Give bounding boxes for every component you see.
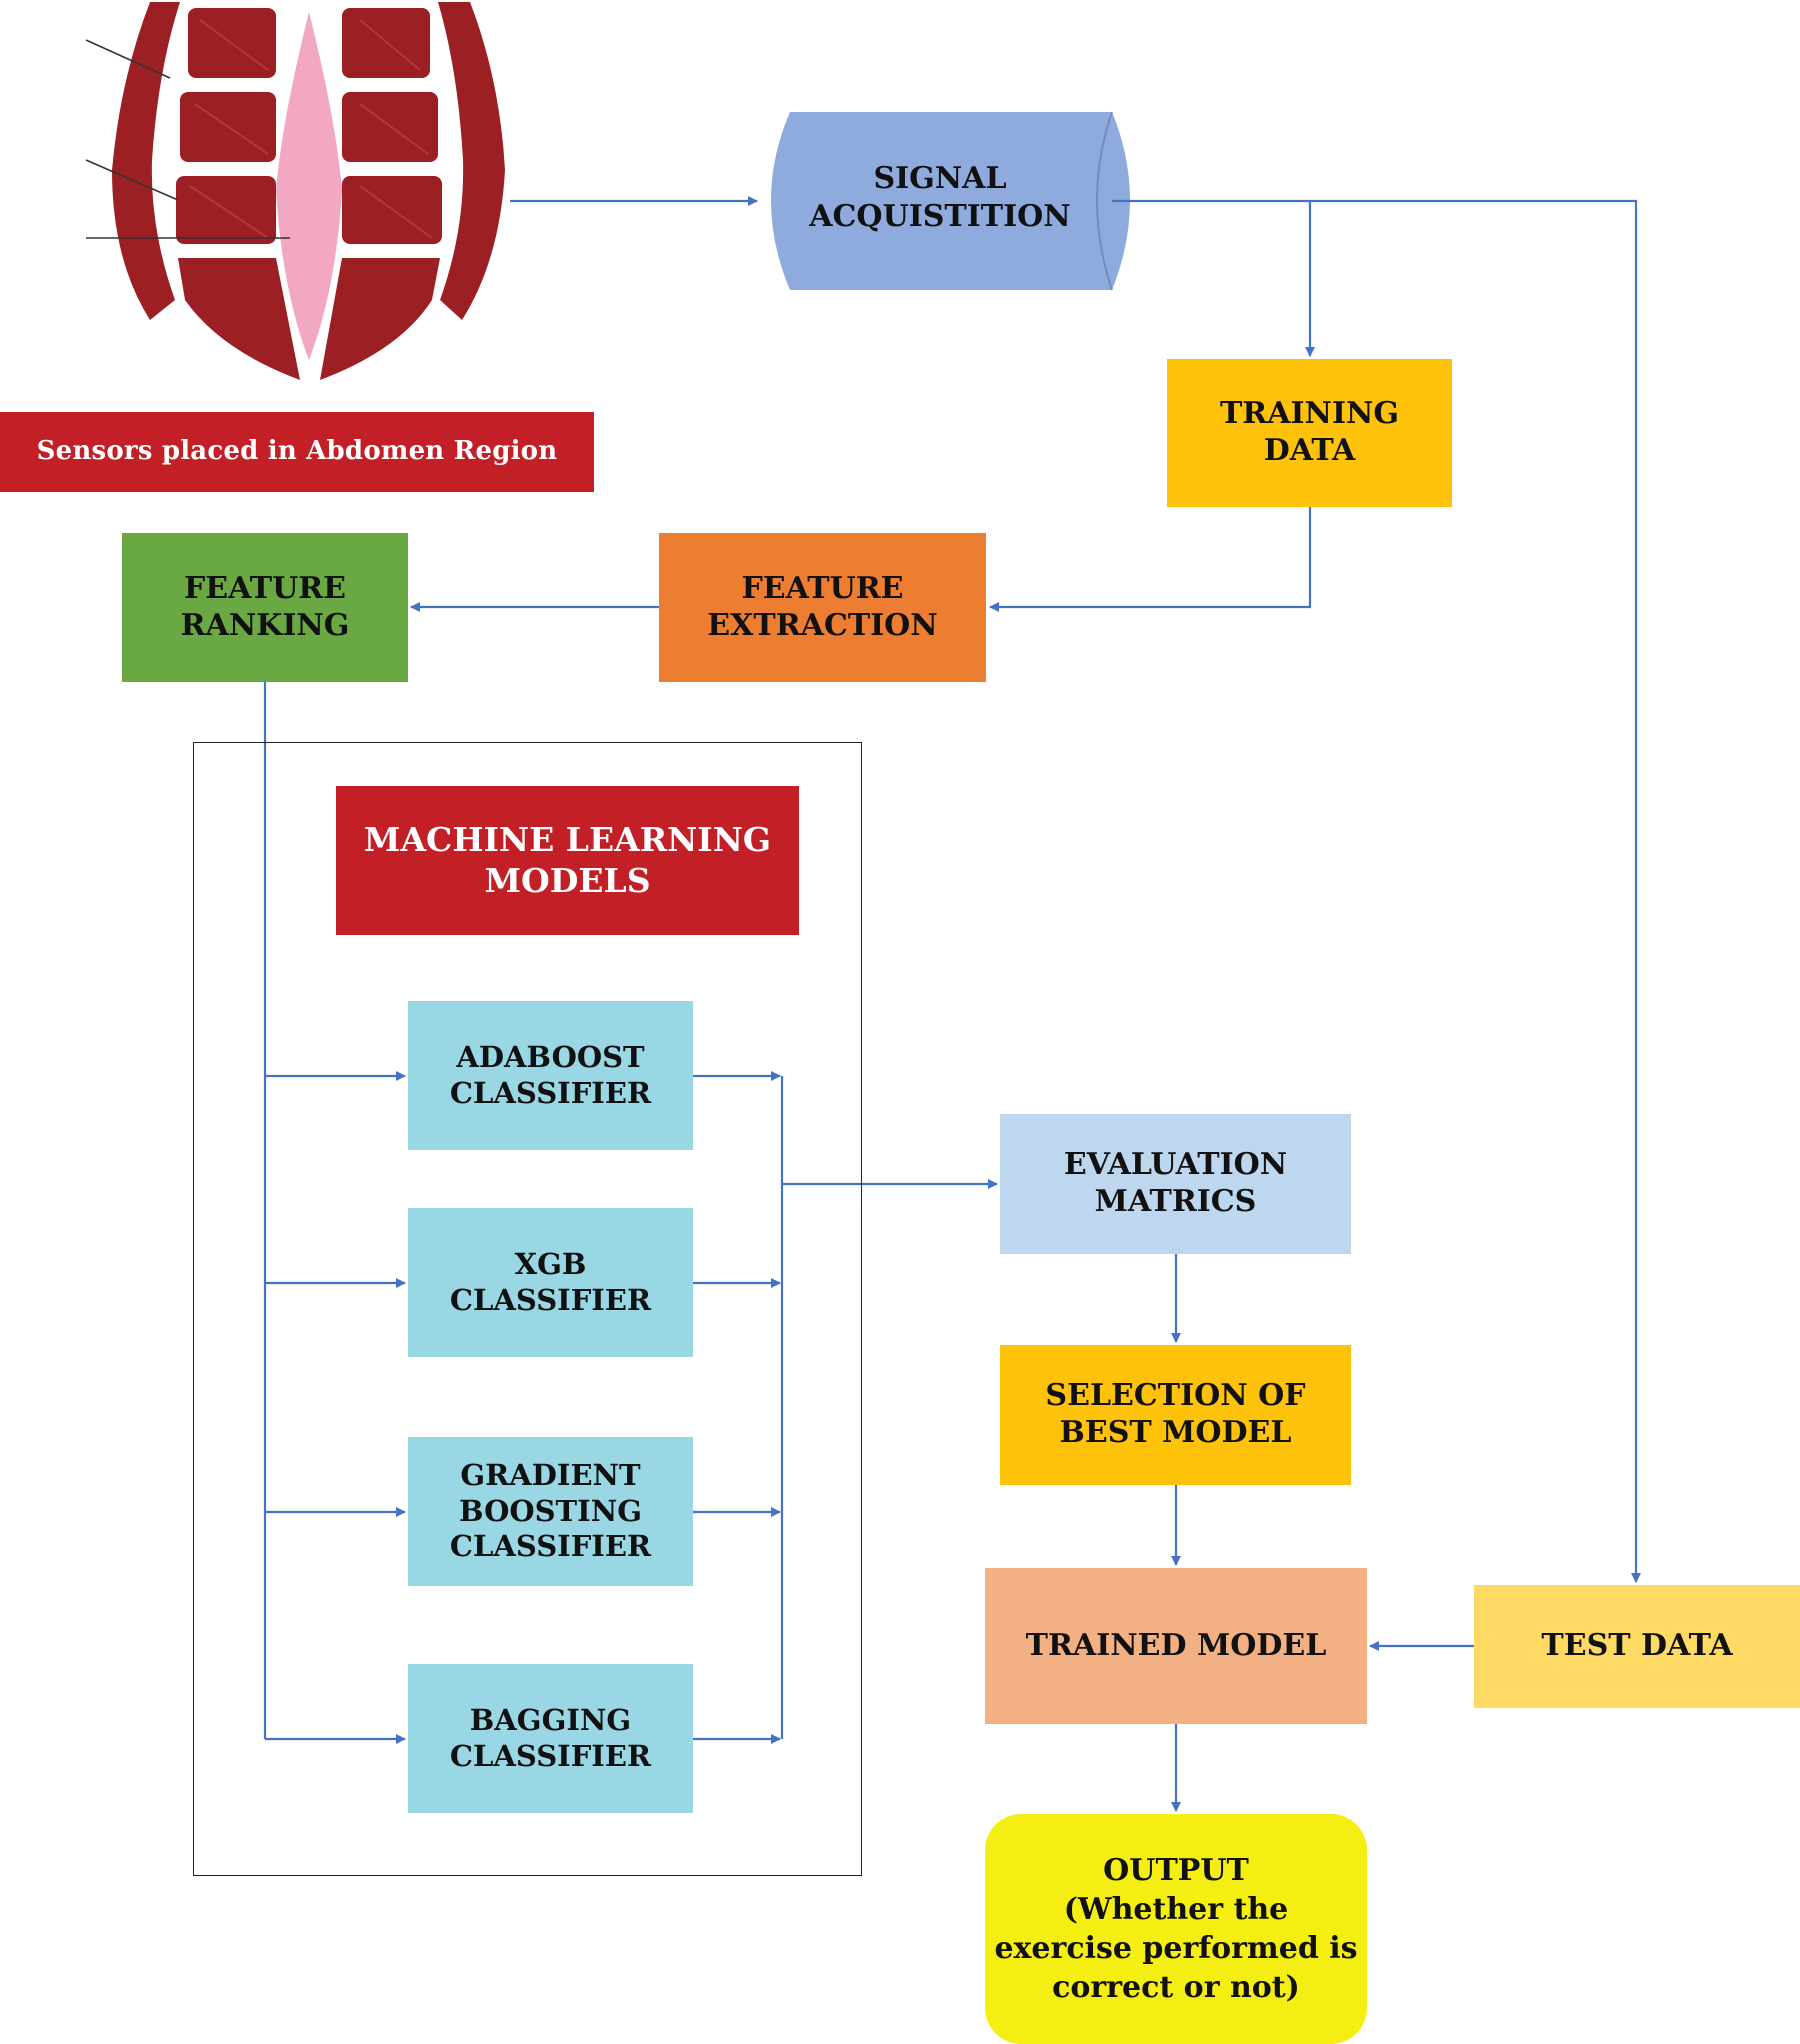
signal-line-2: ACQUISTITION xyxy=(809,198,1071,234)
evaluation-line-1: EVALUATION xyxy=(1063,1147,1288,1183)
adaboost-line-1: ADABOOST xyxy=(456,1040,645,1075)
feature-extraction-box: FEATURE EXTRACTION xyxy=(659,533,986,682)
gradient-line-3: CLASSIFIER xyxy=(449,1529,652,1564)
abdomen-muscle-illustration xyxy=(85,0,505,392)
gradient-line-2: BOOSTING xyxy=(459,1493,642,1528)
xgb-line-1: XGB xyxy=(514,1247,587,1282)
connector-arrows xyxy=(263,196,1641,1812)
adaboost-line-2: CLASSIFIER xyxy=(449,1075,652,1110)
training-line-1: TRAINING xyxy=(1219,396,1400,432)
training-data-box: TRAINING DATA xyxy=(1167,359,1452,507)
output-line-3: exercise performed is xyxy=(994,1931,1358,1966)
extraction-line-1: FEATURE xyxy=(741,570,904,606)
signal-line-1: SIGNAL xyxy=(873,161,1007,196)
evaluation-line-2: MATRICS xyxy=(1094,1184,1257,1219)
best-model-selection-box: SELECTION OF BEST MODEL xyxy=(1000,1345,1351,1485)
signal-acquisition-cylinder xyxy=(771,111,1130,291)
trained-model-box: TRAINED MODEL xyxy=(985,1568,1367,1724)
extraction-line-2: EXTRACTION xyxy=(707,607,938,643)
gradient-boosting-classifier-box: GRADIENT BOOSTING CLASSIFIER xyxy=(408,1437,693,1586)
selection-line-2: BEST MODEL xyxy=(1059,1415,1292,1450)
output-line-2: (Whether the xyxy=(1063,1892,1289,1927)
trained-model-label: TRAINED MODEL xyxy=(1025,1627,1327,1663)
ml-title-line-1: MACHINE LEARNING xyxy=(363,820,772,860)
gradient-line-1: GRADIENT xyxy=(460,1458,641,1493)
output-box: OUTPUT (Whether the exercise performed i… xyxy=(985,1814,1367,2044)
sensor-placement-label: Sensors placed in Abdomen Region xyxy=(0,412,594,492)
sensor-label-text: Sensors placed in Abdomen Region xyxy=(36,436,558,467)
evaluation-metrics-box: EVALUATION MATRICS xyxy=(1000,1114,1351,1254)
ranking-line-1: FEATURE xyxy=(183,570,347,606)
bagging-line-2: CLASSIFIER xyxy=(449,1738,652,1773)
signal-acquisition-label: SIGNAL ACQUISTITION xyxy=(770,160,1110,235)
selection-line-1: SELECTION OF xyxy=(1045,1378,1306,1414)
ranking-line-2: RANKING xyxy=(180,607,350,643)
bagging-line-1: BAGGING xyxy=(469,1703,632,1738)
xgb-classifier-box: XGB CLASSIFIER xyxy=(408,1208,693,1357)
test-data-label: TEST DATA xyxy=(1541,1628,1733,1664)
xgb-line-2: CLASSIFIER xyxy=(449,1282,652,1317)
adaboost-classifier-box: ADABOOST CLASSIFIER xyxy=(408,1001,693,1150)
output-line-4: correct or not) xyxy=(1052,1970,1300,2005)
training-line-2: DATA xyxy=(1263,433,1356,468)
ml-title-line-2: MODELS xyxy=(484,860,651,900)
bagging-classifier-box: BAGGING CLASSIFIER xyxy=(408,1664,693,1813)
ml-models-frame xyxy=(193,742,862,1876)
output-line-1: OUTPUT xyxy=(1103,1853,1249,1888)
test-data-box: TEST DATA xyxy=(1474,1585,1800,1708)
ml-models-title: MACHINE LEARNING MODELS xyxy=(336,786,799,935)
feature-ranking-box: FEATURE RANKING xyxy=(122,533,408,682)
